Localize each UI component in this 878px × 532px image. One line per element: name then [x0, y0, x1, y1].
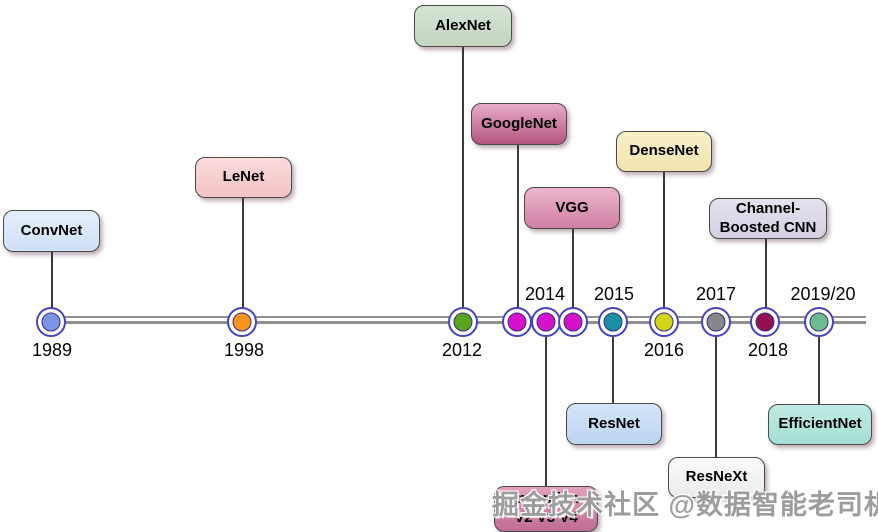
timeline-dot-2014b [531, 307, 561, 337]
watermark-text: 掘金技术社区 @数据智能老司机 [492, 490, 878, 520]
dot-efficientnet [809, 312, 829, 332]
event-box-alexnet: AlexNet [414, 5, 512, 47]
timeline-dot-2018 [750, 307, 780, 337]
connector-line-resnet [612, 335, 614, 403]
event-box-googlenet: GoogleNet [471, 103, 567, 145]
connector-line-vgg [572, 229, 574, 309]
year-label-2019-20: 2019/20 [790, 284, 856, 304]
connector-line-convnet [51, 252, 53, 309]
dot-inception [536, 312, 556, 332]
dot-densenet [654, 312, 674, 332]
connector-line-googlenet [517, 145, 519, 309]
dot-convnet [41, 312, 61, 332]
event-box-channel-boosted-cnn: Channel- Boosted CNN [709, 198, 827, 239]
timeline-dot-2016 [649, 307, 679, 337]
dot-resnext [706, 312, 726, 332]
event-box-densenet: DenseNet [616, 131, 712, 172]
connector-line-lenet [242, 198, 244, 309]
connector-line-alexnet [462, 47, 464, 309]
year-label-2018: 2018 [747, 340, 789, 360]
year-label-2014: 2014 [524, 284, 566, 304]
event-box-efficientnet: EfficientNet [768, 404, 872, 445]
timeline-dot-2014c [558, 307, 588, 337]
timeline-dot-1989 [36, 307, 66, 337]
timeline-dot-2012 [448, 307, 478, 337]
dot-resnet [603, 312, 623, 332]
dot-alexnet [453, 312, 473, 332]
year-label-2012: 2012 [441, 340, 483, 360]
connector-line-inception [545, 335, 547, 486]
connector-line-resnext [715, 335, 717, 457]
year-label-2016: 2016 [643, 340, 685, 360]
dot-channel-boosted [755, 312, 775, 332]
year-label-1989: 1989 [31, 340, 73, 360]
timeline-dot-1998 [227, 307, 257, 337]
connector-line-efficientnet [818, 335, 820, 404]
timeline-dot-2017 [701, 307, 731, 337]
event-box-convnet: ConvNet [3, 210, 100, 252]
dot-vgg [563, 312, 583, 332]
event-box-vgg: VGG [524, 187, 620, 229]
connector-line-densenet [663, 172, 665, 309]
timeline-dot-2015 [598, 307, 628, 337]
year-label-2017: 2017 [695, 284, 737, 304]
dot-googlenet [507, 312, 527, 332]
year-label-1998: 1998 [223, 340, 265, 360]
year-label-2015: 2015 [593, 284, 635, 304]
event-box-resnet: ResNet [566, 403, 662, 445]
event-box-resnext: ResNeXt [668, 457, 765, 498]
timeline-dot-2014a [502, 307, 532, 337]
timeline-dot-2019-20 [804, 307, 834, 337]
dot-lenet [232, 312, 252, 332]
event-box-inception: Inception V2 V3 V4 [494, 486, 598, 532]
event-box-lenet: LeNet [195, 157, 292, 198]
connector-line-channelboosted [765, 239, 767, 309]
